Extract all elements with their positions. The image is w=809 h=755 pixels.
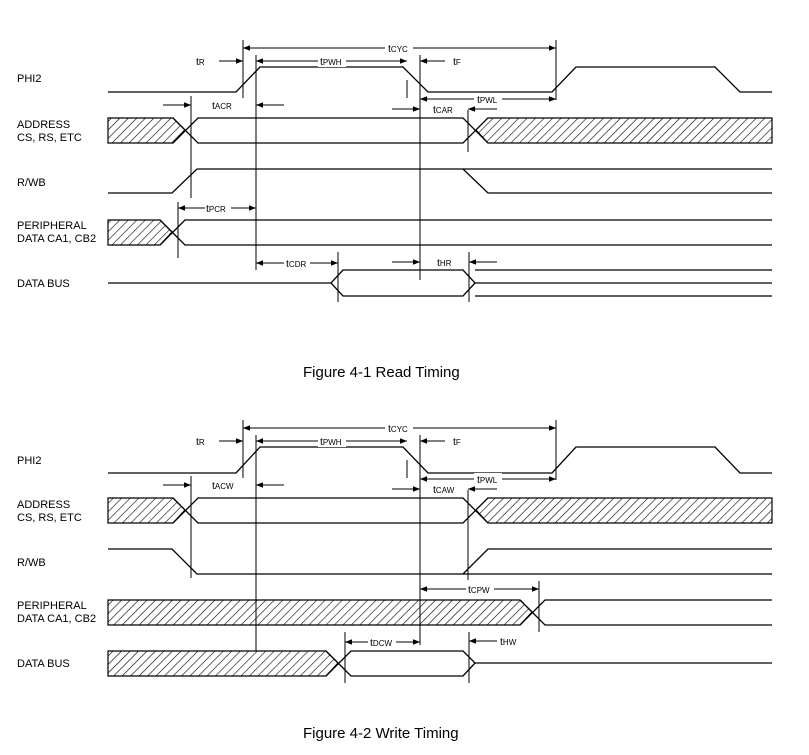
write-timing-figure: PHI2 ADDRESS CS, RS, ETC R/WB PERIPHERAL… [17,420,773,742]
tacr-label: tACR [212,100,232,112]
peripheral-valid-top [519,599,772,626]
tr-label: tR [196,56,205,68]
address-valid-bottom [172,497,489,524]
rwb-waveform-high [108,168,772,194]
signal-label-peripheral: PERIPHERAL [17,220,87,232]
tf-label: tF [453,56,461,68]
tcyc-label: tCYC [388,423,408,435]
peripheral-invalid-region [107,599,533,626]
address-invalid-region [107,117,186,144]
signal-label-data-bus: DATA BUS [17,658,70,670]
tcar-label: tCAR [433,104,453,116]
address-valid-top [172,117,489,144]
tpwl-label: tPWL [477,474,498,486]
address-valid-top [172,497,489,524]
address-valid-bottom [172,117,489,144]
signal-label-rwb: R/WB [17,177,46,189]
rwb-waveform [108,548,772,575]
figure-caption-write: Figure 4-2 Write Timing [303,725,459,742]
tf-label: tF [453,436,461,448]
signal-label-rwb: R/WB [17,557,46,569]
signal-label-data-ca1-cb2: DATA CA1, CB2 [17,613,96,625]
read-timing-figure: PHI2 ADDRESS CS, RS, ETC R/WB PERIPHERAL… [17,40,773,381]
tdcw-label: tDCW [370,637,392,649]
databus-invalid-region [107,650,339,677]
signal-label-phi2: PHI2 [17,455,41,467]
signal-label-peripheral: PERIPHERAL [17,600,87,612]
signal-label-phi2: PHI2 [17,73,41,85]
signal-label-data-ca1-cb2: DATA CA1, CB2 [17,233,96,245]
tr-label: tR [196,436,205,448]
peripheral-valid-top [159,219,772,246]
signal-label-address: ADDRESS [17,499,70,511]
tcpw-label: tCPW [468,584,490,596]
address-invalid-region-2 [475,117,773,144]
signal-label-data-bus: DATA BUS [17,278,70,290]
tcdr-label: tCDR [286,258,306,270]
signal-label-address: ADDRESS [17,119,70,131]
thr-label: tHR [437,257,452,269]
databus-bottom [330,282,476,297]
databus-left-line [108,269,772,284]
tpwh-label: tPWH [320,436,342,448]
address-invalid-region-2 [475,497,773,524]
databus-valid-top [325,650,772,677]
tacw-label: tACW [212,480,234,492]
thw-label: tHW [500,636,517,648]
tcaw-label: tCAW [433,484,455,496]
peripheral-invalid-region [107,219,173,246]
phi2-waveform [108,446,772,474]
tpcr-label: tPCR [206,203,226,215]
peripheral-valid-bottom [159,219,772,246]
tpwh-label: tPWH [320,56,342,68]
tcyc-label: tCYC [388,43,408,55]
signal-label-cs-rs-etc: CS, RS, ETC [17,132,82,144]
figure-caption-read: Figure 4-1 Read Timing [303,364,460,381]
peripheral-valid-bottom [519,599,772,626]
databus-valid-bottom [325,650,476,677]
phi2-waveform [108,66,772,93]
tpwl-label: tPWL [477,94,498,106]
signal-label-cs-rs-etc: CS, RS, ETC [17,512,82,524]
address-invalid-region [107,497,186,524]
